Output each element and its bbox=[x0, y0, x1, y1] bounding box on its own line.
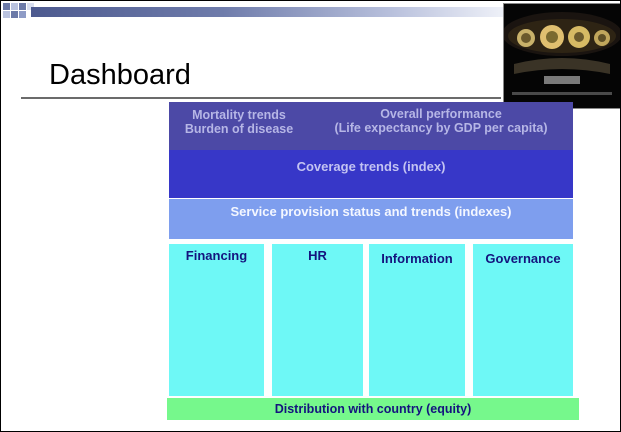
pillar-label: Information bbox=[381, 251, 453, 266]
decor-square bbox=[19, 3, 26, 10]
pillar-label: HR bbox=[308, 248, 327, 263]
decor-square bbox=[3, 3, 10, 10]
equity-distribution-box: Distribution with country (equity) bbox=[167, 398, 579, 420]
service-provision-box: Service provision status and trends (ind… bbox=[169, 199, 573, 239]
mortality-label: Mortality trends bbox=[192, 108, 286, 122]
pillar-information: Information bbox=[369, 244, 465, 396]
pillar-label: Governance bbox=[485, 251, 561, 266]
mortality-trends-box: Mortality trends Burden of disease bbox=[169, 102, 309, 150]
service-provision-label: Service provision status and trends (ind… bbox=[230, 204, 512, 219]
decor-square bbox=[11, 3, 18, 10]
decor-square bbox=[19, 11, 26, 18]
overall-performance-box: Overall performance (Life expectancy by … bbox=[309, 102, 573, 150]
gauges-icon bbox=[504, 4, 620, 108]
life-expectancy-label: (Life expectancy by GDP per capita) bbox=[334, 121, 548, 136]
coverage-trends-label: Coverage trends (index) bbox=[296, 159, 446, 174]
pillar-governance: Governance bbox=[473, 244, 573, 396]
decor-square bbox=[3, 11, 10, 18]
equity-label: Distribution with country (equity) bbox=[274, 402, 472, 416]
title-divider bbox=[21, 97, 501, 99]
decor-square bbox=[11, 11, 18, 18]
pillar-hr: HR bbox=[272, 244, 363, 396]
pillar-label: Financing bbox=[185, 248, 248, 263]
dashboard-gauges-logo bbox=[503, 3, 620, 109]
header-gradient-bar bbox=[31, 7, 511, 17]
decor-square bbox=[27, 3, 34, 10]
overall-performance-label: Overall performance bbox=[380, 107, 502, 121]
coverage-trends-box: Coverage trends (index) bbox=[169, 150, 573, 198]
page-title: Dashboard bbox=[49, 59, 191, 91]
burden-label: Burden of disease bbox=[184, 122, 294, 137]
pillar-financing: Financing bbox=[169, 244, 264, 396]
